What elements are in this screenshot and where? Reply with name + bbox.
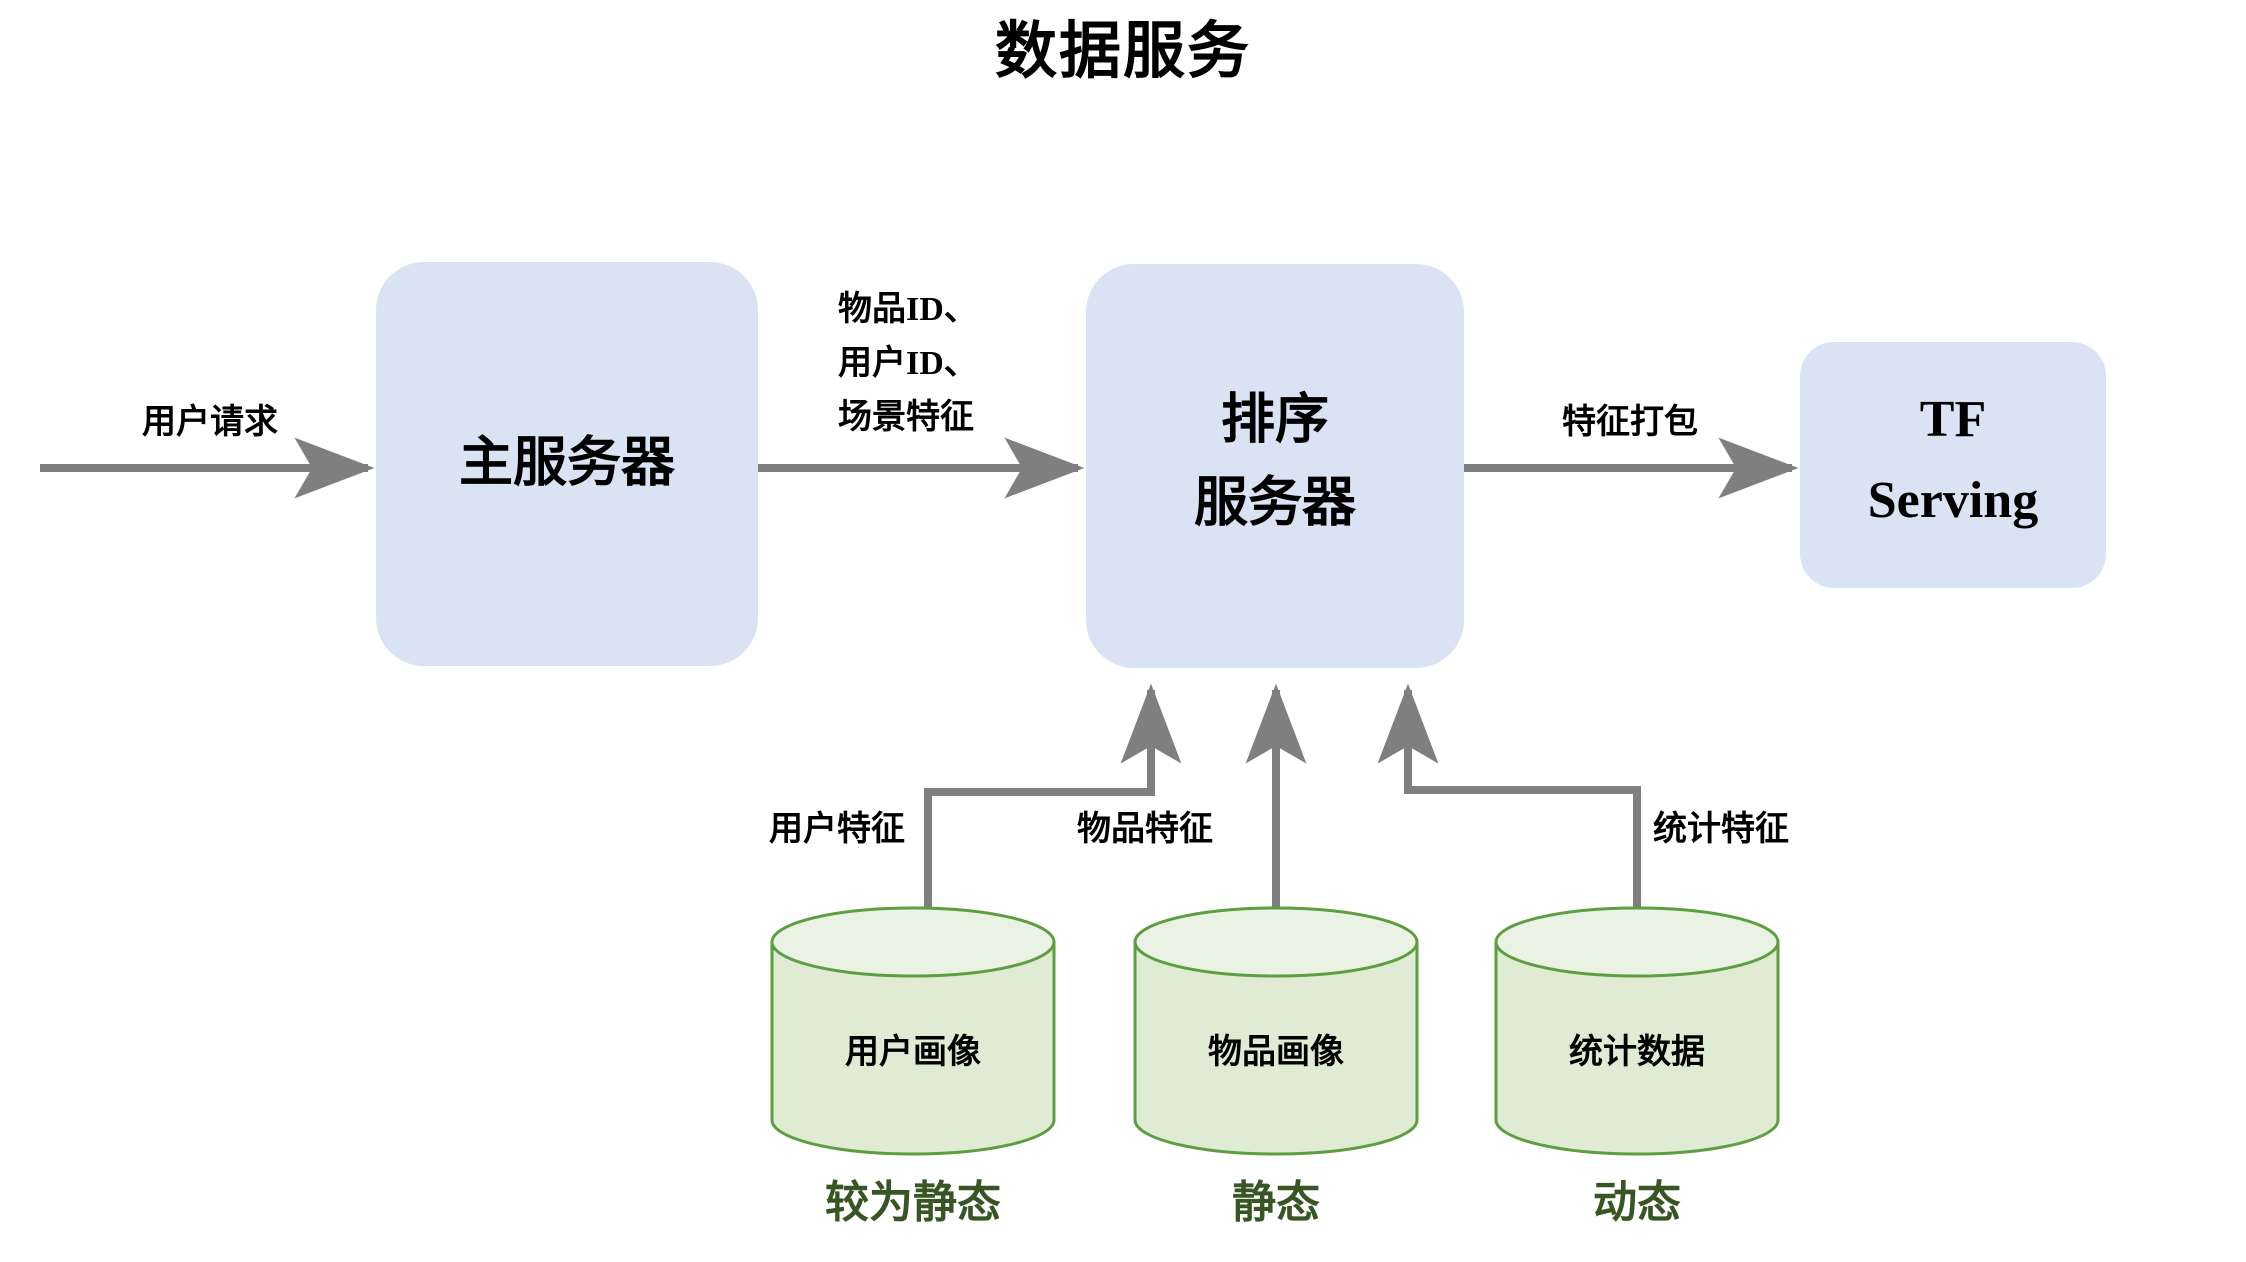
node-main-server[interactable]: 主服务器	[376, 262, 758, 666]
item-profile-label: 物品画像	[1208, 1033, 1344, 1071]
stats-data-cylinder-top	[1494, 906, 1780, 978]
tf-serving-label-line1: TF	[1920, 391, 1986, 448]
edge-stats-feature: 统计特征	[1377, 683, 1789, 908]
tf-serving-box[interactable]	[1800, 342, 2106, 588]
page-title: 数据服务	[995, 18, 1251, 86]
stats-feature-arrow	[1377, 683, 1641, 908]
user-profile-caption: 较为静态	[825, 1178, 1001, 1227]
user-feature-label: 用户特征	[769, 810, 905, 848]
feature-packing-label: 特征打包	[1562, 403, 1698, 441]
rank-server-label-line2: 服务器	[1194, 472, 1357, 532]
item-feature-label: 物品特征	[1077, 810, 1213, 848]
tf-serving-label-line2: Serving	[1868, 472, 2038, 529]
main-server-label: 主服务器	[459, 432, 676, 492]
rank-server-label-line1: 排序	[1221, 389, 1329, 449]
edge-feature-packing: 特征打包	[1464, 403, 1799, 499]
stats-data-label: 统计数据	[1569, 1033, 1705, 1071]
edge-ids-and-context: 物品ID、 用户ID、 场景特征	[758, 290, 1085, 499]
item-profile-caption: 静态	[1232, 1178, 1320, 1227]
main-server-box[interactable]	[376, 262, 758, 666]
edge-item-feature: 物品特征	[1077, 683, 1307, 908]
ids-and-context-label-line1: 物品ID、	[838, 290, 978, 328]
ids-and-context-label-line3: 场景特征	[838, 398, 974, 436]
node-tf-serving[interactable]: TF Serving	[1800, 342, 2106, 588]
user-request-label: 用户请求	[142, 403, 278, 441]
user-profile-cylinder-top	[770, 906, 1056, 978]
user-feature-arrow	[924, 683, 1182, 908]
datastore-stats-data[interactable]: 统计数据 动态	[1494, 906, 1780, 1227]
edge-user-feature: 用户特征	[769, 683, 1182, 908]
datastore-item-profile[interactable]: 物品画像 静态	[1133, 906, 1419, 1227]
item-profile-cylinder-body[interactable]	[1133, 940, 1419, 1156]
item-profile-cylinder-top	[1133, 906, 1419, 978]
stats-feature-label: 统计特征	[1653, 810, 1789, 848]
datastore-user-profile[interactable]: 用户画像 较为静态	[770, 906, 1056, 1227]
rank-server-box[interactable]	[1086, 264, 1464, 668]
stats-data-cylinder-body[interactable]	[1494, 940, 1780, 1156]
user-profile-cylinder-body[interactable]	[770, 940, 1056, 1156]
edge-user-request: 用户请求	[40, 403, 375, 499]
node-rank-server[interactable]: 排序 服务器	[1086, 264, 1464, 668]
stats-data-caption: 动态	[1593, 1178, 1681, 1227]
user-profile-label: 用户画像	[845, 1033, 981, 1071]
ids-and-context-label-line2: 用户ID、	[838, 344, 978, 382]
